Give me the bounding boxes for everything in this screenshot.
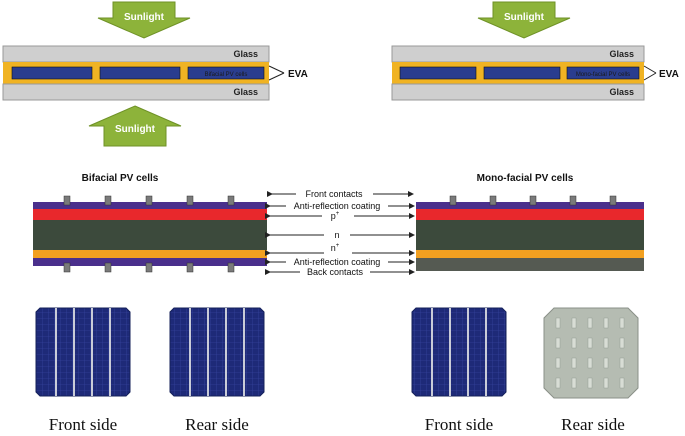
bifacial-front-photo <box>35 307 131 397</box>
monofacial-module: Sunlight Glass Mono-facial PV cells Glas… <box>391 1 679 101</box>
bifacial-cell-inner-label: Bifacial PV cells <box>205 72 248 78</box>
cell-strip <box>11 66 93 80</box>
glass-bottom-left <box>2 83 270 101</box>
bifacial-module: Sunlight Glass Bifacial PV cells Glass E… <box>2 1 308 147</box>
eva-pointer <box>268 65 285 74</box>
monofacial-cross-section <box>416 195 644 271</box>
mono-front-caption: Front side <box>425 415 493 434</box>
mono-front-photo <box>411 307 507 397</box>
sunlight-label-top-right: Sunlight <box>504 12 545 23</box>
cell-strip <box>399 66 477 80</box>
n-plus-label: n+ <box>331 243 340 253</box>
front-contacts-label: Front contacts <box>305 189 363 199</box>
eva-label-left: EVA <box>288 69 308 80</box>
p-plus-layer <box>416 209 644 220</box>
back-metal-layer <box>416 258 644 271</box>
arc-layer-bottom <box>33 258 267 266</box>
p-plus-label: p+ <box>331 211 340 221</box>
back-contacts-left <box>63 262 235 273</box>
glass-bottom-right <box>391 83 645 101</box>
glass-label-bottom-right: Glass <box>609 87 634 97</box>
sunlight-label-top-left: Sunlight <box>124 12 165 23</box>
glass-label-top-right: Glass <box>609 49 634 59</box>
mono-rear-photo <box>543 307 639 399</box>
front-contacts-left <box>63 195 235 206</box>
n-layer <box>416 220 644 250</box>
arc-layer-top <box>416 202 644 209</box>
sunlight-arrow-bottom-left: Sunlight <box>88 105 182 147</box>
bifacial-title: Bifacial PV cells <box>82 173 159 184</box>
front-contacts-right <box>449 195 617 206</box>
monofacial-title: Mono-facial PV cells <box>477 173 574 184</box>
bifacial-rear-photo <box>169 307 265 397</box>
glass-label-top-left: Glass <box>233 49 258 59</box>
layer-labels: Front contacts Anti-reflection coating p… <box>265 189 415 277</box>
n-plus-layer <box>33 250 267 258</box>
cell-strip <box>566 66 640 80</box>
monofacial-cell-inner-label: Mono-facial PV cells <box>576 72 630 78</box>
back-contacts-label: Back contacts <box>307 267 364 277</box>
arc-top-label: Anti-reflection coating <box>294 201 381 211</box>
n-layer <box>33 220 267 250</box>
arc-layer-top <box>33 202 267 209</box>
n-plus-layer <box>416 250 644 258</box>
bifacial-cross-section <box>33 195 267 273</box>
cell-strip <box>483 66 561 80</box>
glass-top-left <box>2 45 270 63</box>
sunlight-label-bottom-left: Sunlight <box>115 124 156 135</box>
p-plus-layer <box>33 209 267 220</box>
eva-pointer <box>643 72 657 81</box>
n-label: n <box>334 230 339 240</box>
arc-bottom-label: Anti-reflection coating <box>294 257 381 267</box>
eva-pointer <box>643 65 657 74</box>
glass-top-right <box>391 45 645 63</box>
eva-pointer <box>268 72 285 81</box>
sunlight-arrow-top-right: Sunlight <box>477 1 571 39</box>
cell-strip <box>187 66 265 80</box>
glass-label-bottom-left: Glass <box>233 87 258 97</box>
bifacial-rear-caption: Rear side <box>185 415 249 434</box>
bifacial-front-caption: Front side <box>49 415 117 434</box>
sunlight-arrow-top-left: Sunlight <box>97 1 191 39</box>
eva-label-right: EVA <box>659 69 679 80</box>
mono-rear-caption: Rear side <box>561 415 625 434</box>
cell-strip <box>99 66 181 80</box>
